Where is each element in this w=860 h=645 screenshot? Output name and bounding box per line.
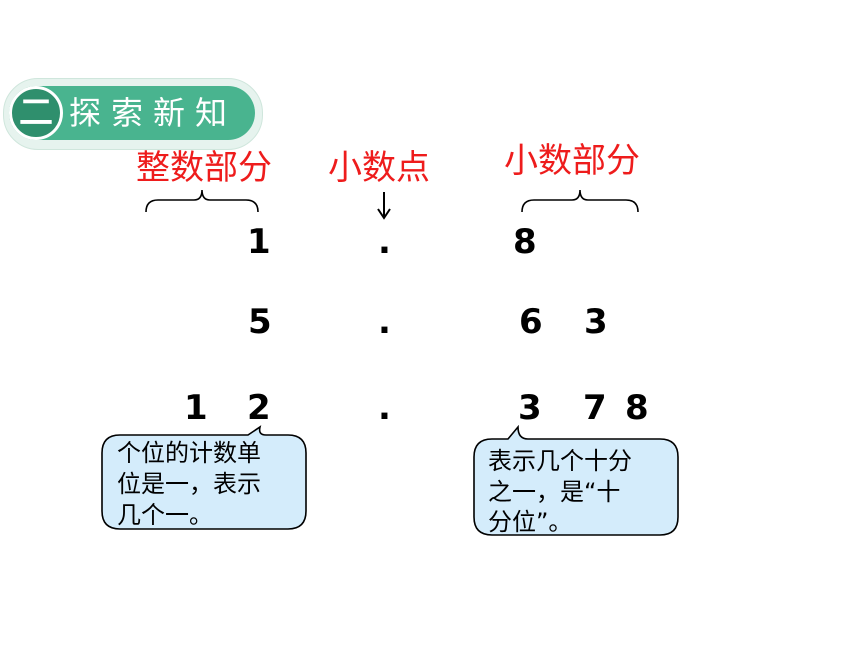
row2-decimal-point: . [378,302,391,342]
integer-part-brace [145,189,259,213]
integer-part-label: 整数部分 [136,148,272,188]
units-place-callout [101,425,307,530]
row2-integer-digit: 5 [248,302,272,342]
row3-integer-digit: 2 [247,388,271,428]
row3-decimal-digit: 3 [518,388,542,428]
row1-decimal-point: . [378,222,391,262]
tenths-callout-line: 表示几个十分 [488,447,632,475]
row2-decimal-digit: 3 [584,302,608,342]
row3-integer-digit: 1 [184,388,208,428]
decimal-point-label: 小数点 [328,148,430,188]
badge-number-circle [9,86,63,140]
decimal-part-label: 小数部分 [504,141,640,181]
row2-decimal-digit: 6 [519,302,543,342]
tenths-callout-line: 分位”。 [488,508,573,536]
row1-integer-digit: 1 [247,222,271,262]
tenths-place-callout [473,425,679,536]
section-badge: 二 探索新知 [3,78,263,150]
decimal-part-brace [521,189,639,213]
section-title: 探索新知 [69,94,238,132]
units-callout-line: 位是一，表示 [117,470,261,498]
row3-decimal-digit: 7 [583,388,607,428]
units-callout-line: 几个一。 [117,501,213,529]
row1-decimal-digit: 8 [513,222,537,262]
row3-decimal-point: . [378,388,391,428]
tenths-callout-line: 之一，是“十 [488,478,621,506]
section-number: 二 [19,93,53,133]
units-callout-line: 个位的计数单 [117,439,261,467]
down-arrow-icon [377,192,391,220]
row3-decimal-digit: 8 [625,388,649,428]
